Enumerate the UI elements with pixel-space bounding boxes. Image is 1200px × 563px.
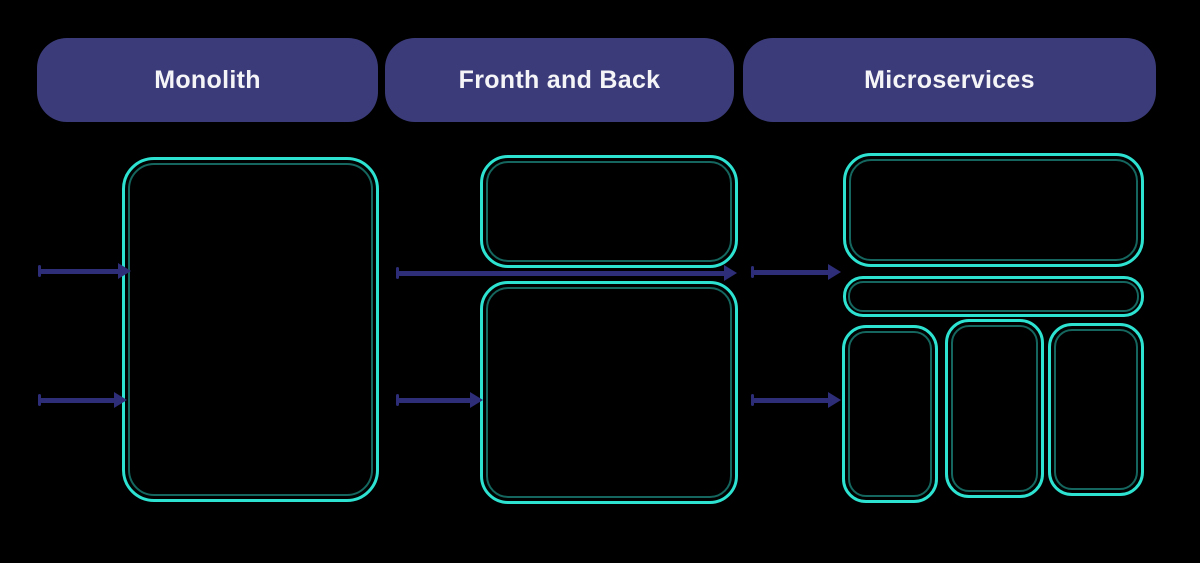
arrow-head-icon xyxy=(470,392,483,408)
header-microservices: Microservices xyxy=(743,38,1156,122)
header-monolith: Monolith xyxy=(37,38,378,122)
arrow-head-icon xyxy=(828,264,841,280)
frontend-block xyxy=(480,155,738,268)
arrow-shaft xyxy=(39,269,122,274)
backend-block xyxy=(480,281,738,504)
arrow-shaft xyxy=(397,398,474,403)
header-front-and-back-label: Fronth and Back xyxy=(458,65,661,94)
microservices-bar-block xyxy=(843,276,1144,317)
arrow-into-monolith-upper xyxy=(38,263,131,279)
arrow-head-icon xyxy=(828,392,841,408)
arrow-between-front-and-back xyxy=(396,265,737,281)
microservice-block-2 xyxy=(945,319,1044,498)
arrow-shaft xyxy=(397,271,728,276)
microservice-block-3 xyxy=(1048,323,1144,496)
arrow-shaft xyxy=(752,398,832,403)
arrow-into-monolith-lower xyxy=(38,392,127,408)
arrow-shaft xyxy=(39,398,118,403)
arrow-shaft xyxy=(752,270,832,275)
monolith-block xyxy=(122,157,379,502)
header-front-and-back: Fronth and Back xyxy=(385,38,734,122)
microservices-top-block xyxy=(843,153,1144,267)
microservice-block-1 xyxy=(842,325,938,503)
arrow-head-icon xyxy=(118,263,131,279)
arrow-into-backend xyxy=(396,392,483,408)
arrow-head-icon xyxy=(114,392,127,408)
arrow-head-icon xyxy=(724,265,737,281)
header-monolith-label: Monolith xyxy=(154,65,261,94)
arrow-into-microservices-bar xyxy=(751,264,841,280)
header-microservices-label: Microservices xyxy=(864,65,1035,94)
arrow-into-microservice-1 xyxy=(751,392,841,408)
